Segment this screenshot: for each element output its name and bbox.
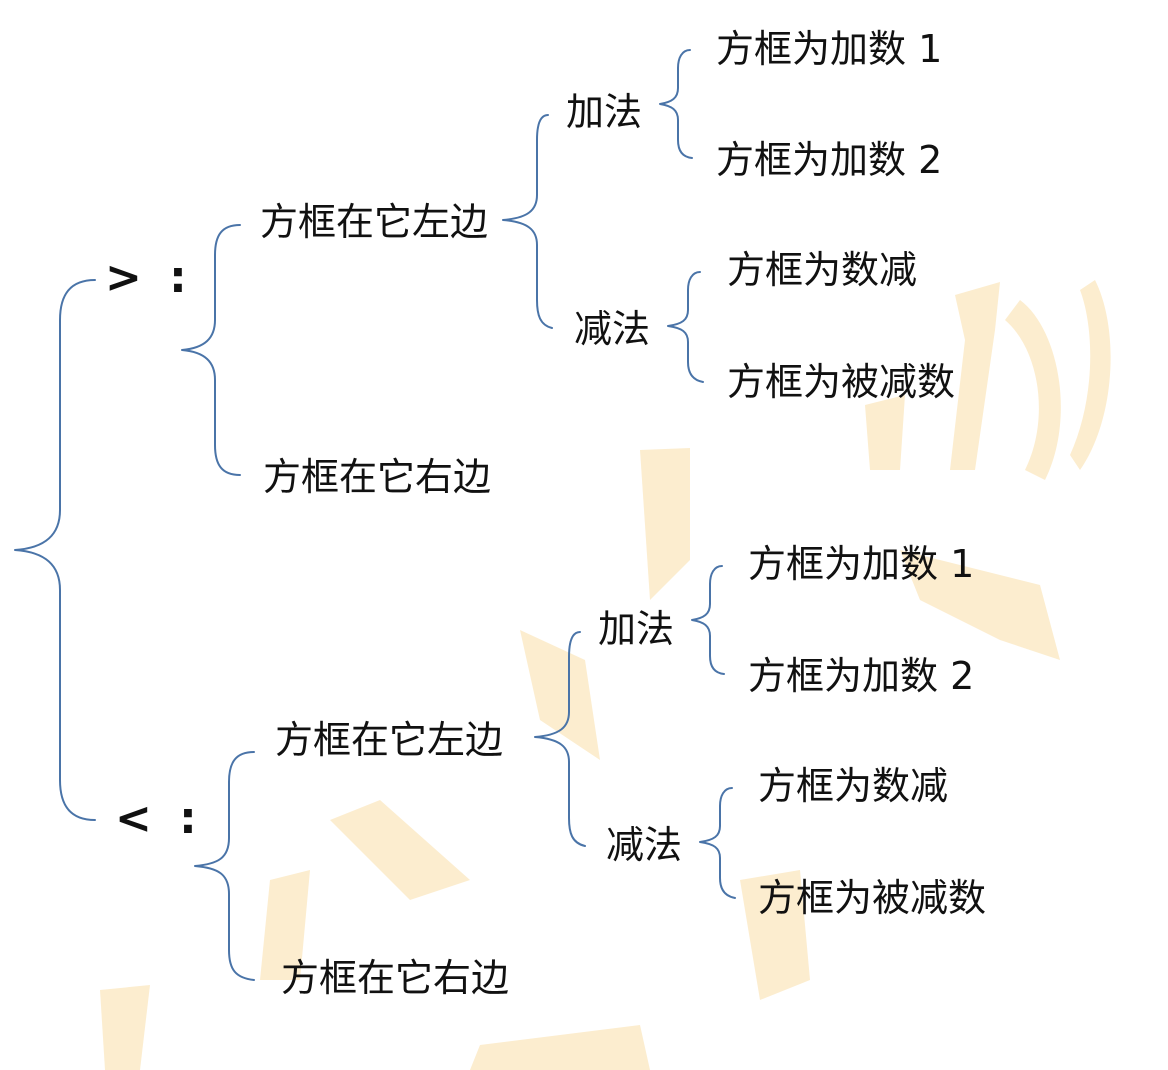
gt-sub-item-2: 方框为被减数 (727, 360, 956, 404)
gt-add-item-2: 方框为加数 2 (716, 138, 943, 182)
lt-sub-item-2: 方框为被减数 (758, 876, 987, 920)
gt-left-label: 方框在它左边 (260, 200, 489, 244)
lt-left-label: 方框在它左边 (275, 718, 504, 762)
lt-add-item-1: 方框为加数 1 (748, 542, 975, 586)
greater-than-symbol: > : (105, 252, 193, 303)
gt-left-brace (502, 114, 553, 329)
lt-sub-brace (699, 787, 736, 899)
lt-sub-item-1: 方框为数减 (758, 764, 949, 808)
gt-brace (181, 224, 241, 476)
lt-left-brace (534, 631, 586, 847)
lt-add-brace (691, 565, 725, 675)
lt-brace (194, 751, 255, 981)
gt-sub-label: 减法 (574, 307, 651, 351)
lt-add-label: 加法 (598, 607, 675, 651)
gt-add-label: 加法 (566, 90, 643, 134)
gt-sub-item-1: 方框为数减 (727, 248, 918, 292)
gt-add-item-1: 方框为加数 1 (716, 27, 943, 71)
lt-add-item-2: 方框为加数 2 (748, 654, 975, 698)
gt-sub-brace (667, 271, 704, 383)
root-brace (14, 279, 96, 821)
less-than-symbol: < : (115, 793, 203, 844)
gt-right-label: 方框在它右边 (263, 455, 492, 499)
gt-add-brace (659, 49, 693, 159)
lt-sub-label: 减法 (606, 823, 683, 867)
lt-right-label: 方框在它右边 (281, 956, 510, 1000)
